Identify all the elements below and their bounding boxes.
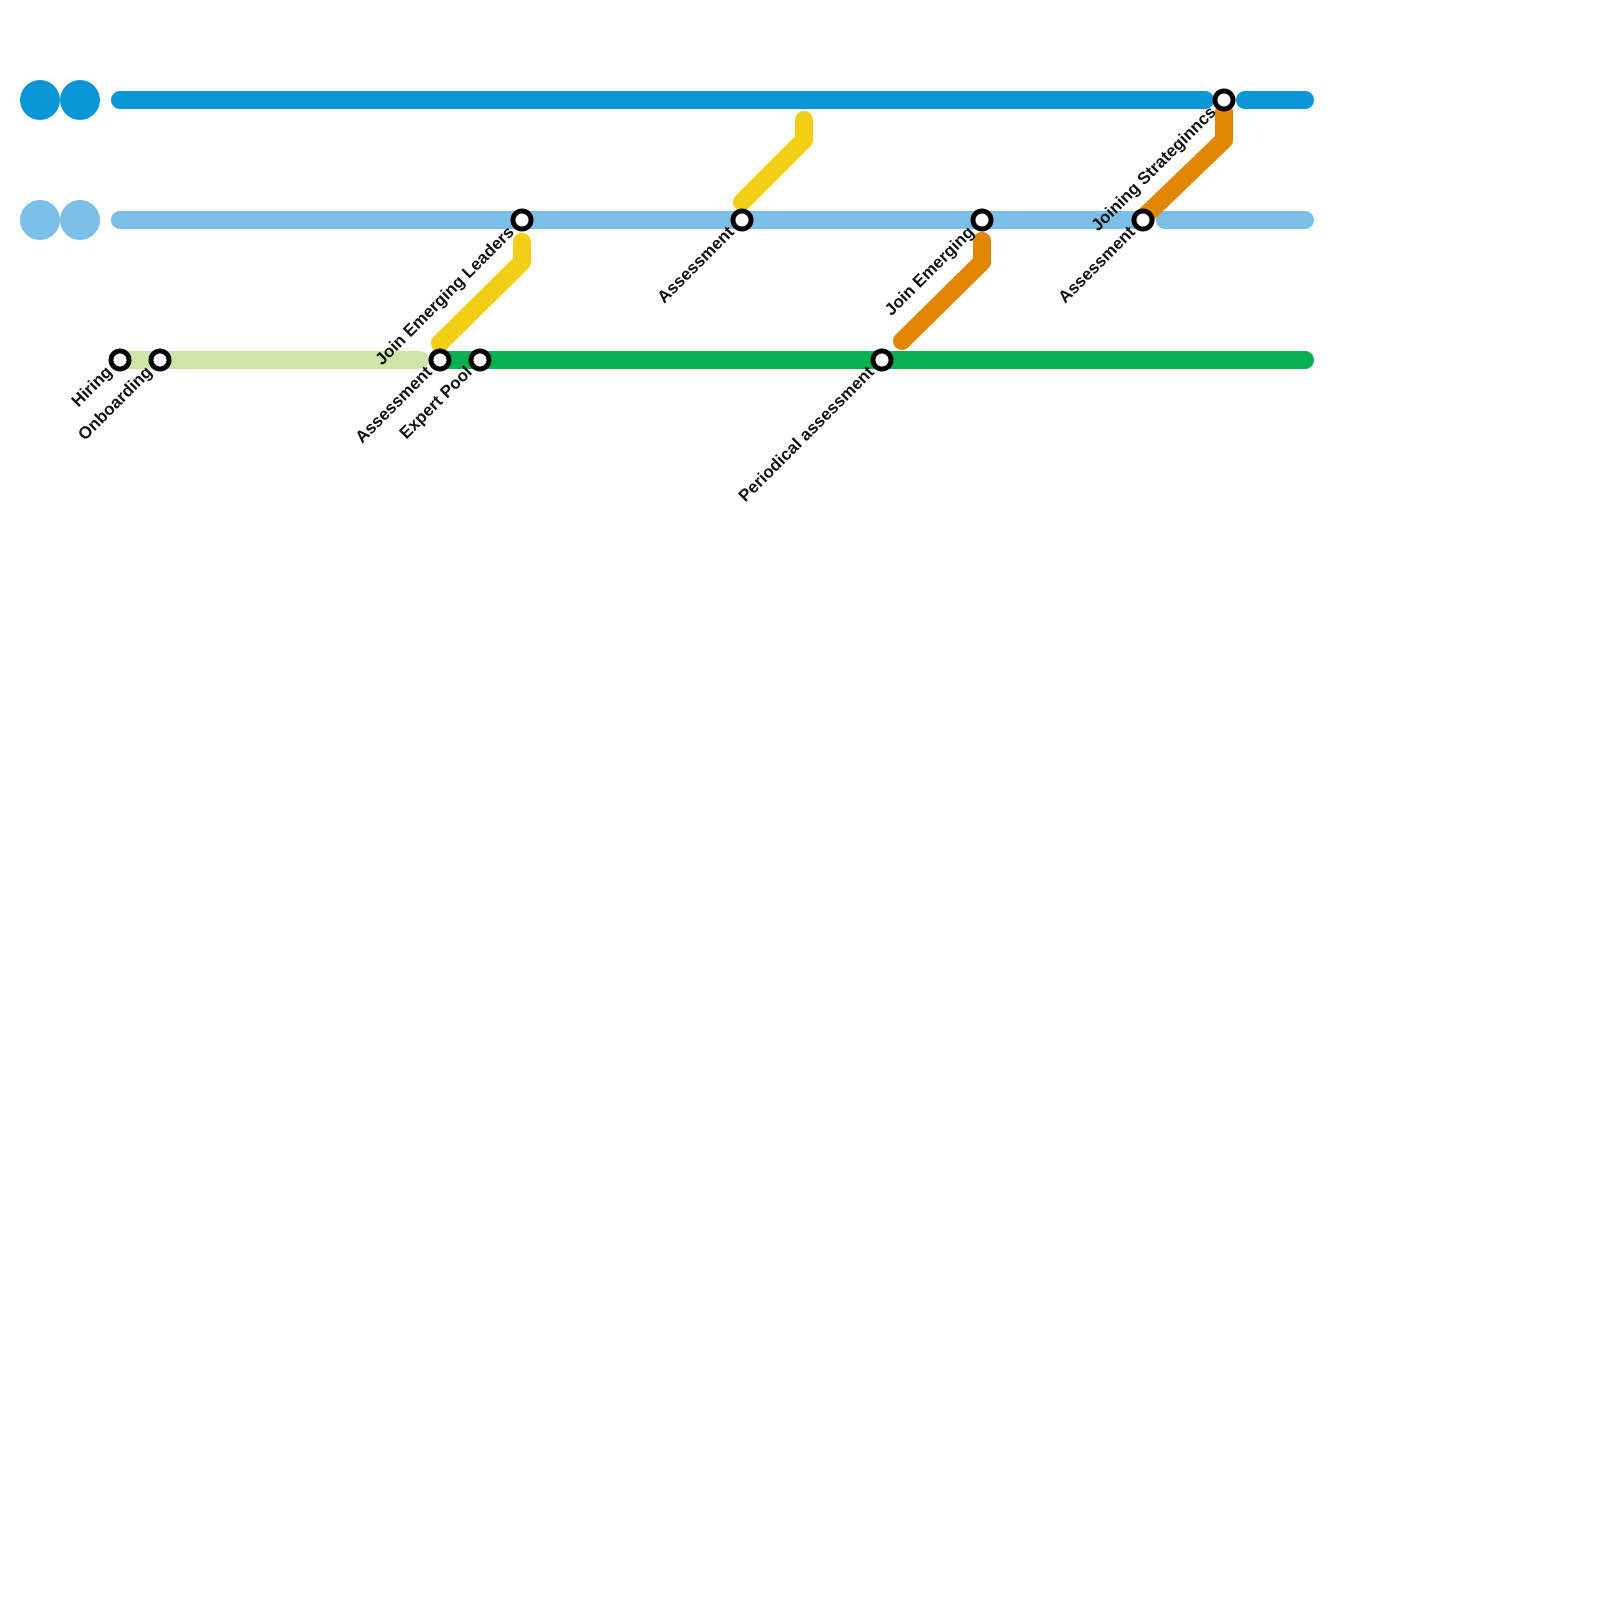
label-assessment-2: Assessment (654, 222, 739, 307)
legend-dot-blue-dark-1 (20, 80, 60, 120)
line-orange-connector-1 (893, 232, 991, 350)
stations (108, 88, 1236, 372)
station-assessment-3[interactable] (1131, 208, 1155, 232)
station-join-emerging-leaders[interactable] (510, 208, 534, 232)
station-periodical-assessment[interactable] (870, 348, 894, 372)
station-joining-strategic[interactable] (1212, 88, 1236, 112)
label-assessment-3: Assessment (1055, 222, 1140, 307)
station-hiring[interactable] (108, 348, 132, 372)
legend (20, 80, 100, 240)
line-yellow-connector-1 (431, 233, 531, 352)
label-periodical-assessment: Periodical assessment (735, 362, 878, 505)
labels: Hiring Onboarding Assessment Expert Pool… (68, 102, 1220, 505)
station-assessment-2[interactable] (730, 208, 754, 232)
legend-dot-blue-light-2 (60, 200, 100, 240)
legend-dot-blue-light-1 (20, 200, 60, 240)
line-orange-connector-2 (1138, 103, 1233, 223)
station-expert-pool[interactable] (468, 348, 492, 372)
station-assessment-1[interactable] (428, 348, 452, 372)
station-join-emerging[interactable] (970, 208, 994, 232)
legend-dot-blue-dark-2 (60, 80, 100, 120)
line-yellow-connector-2 (733, 111, 813, 211)
station-onboarding[interactable] (148, 348, 172, 372)
